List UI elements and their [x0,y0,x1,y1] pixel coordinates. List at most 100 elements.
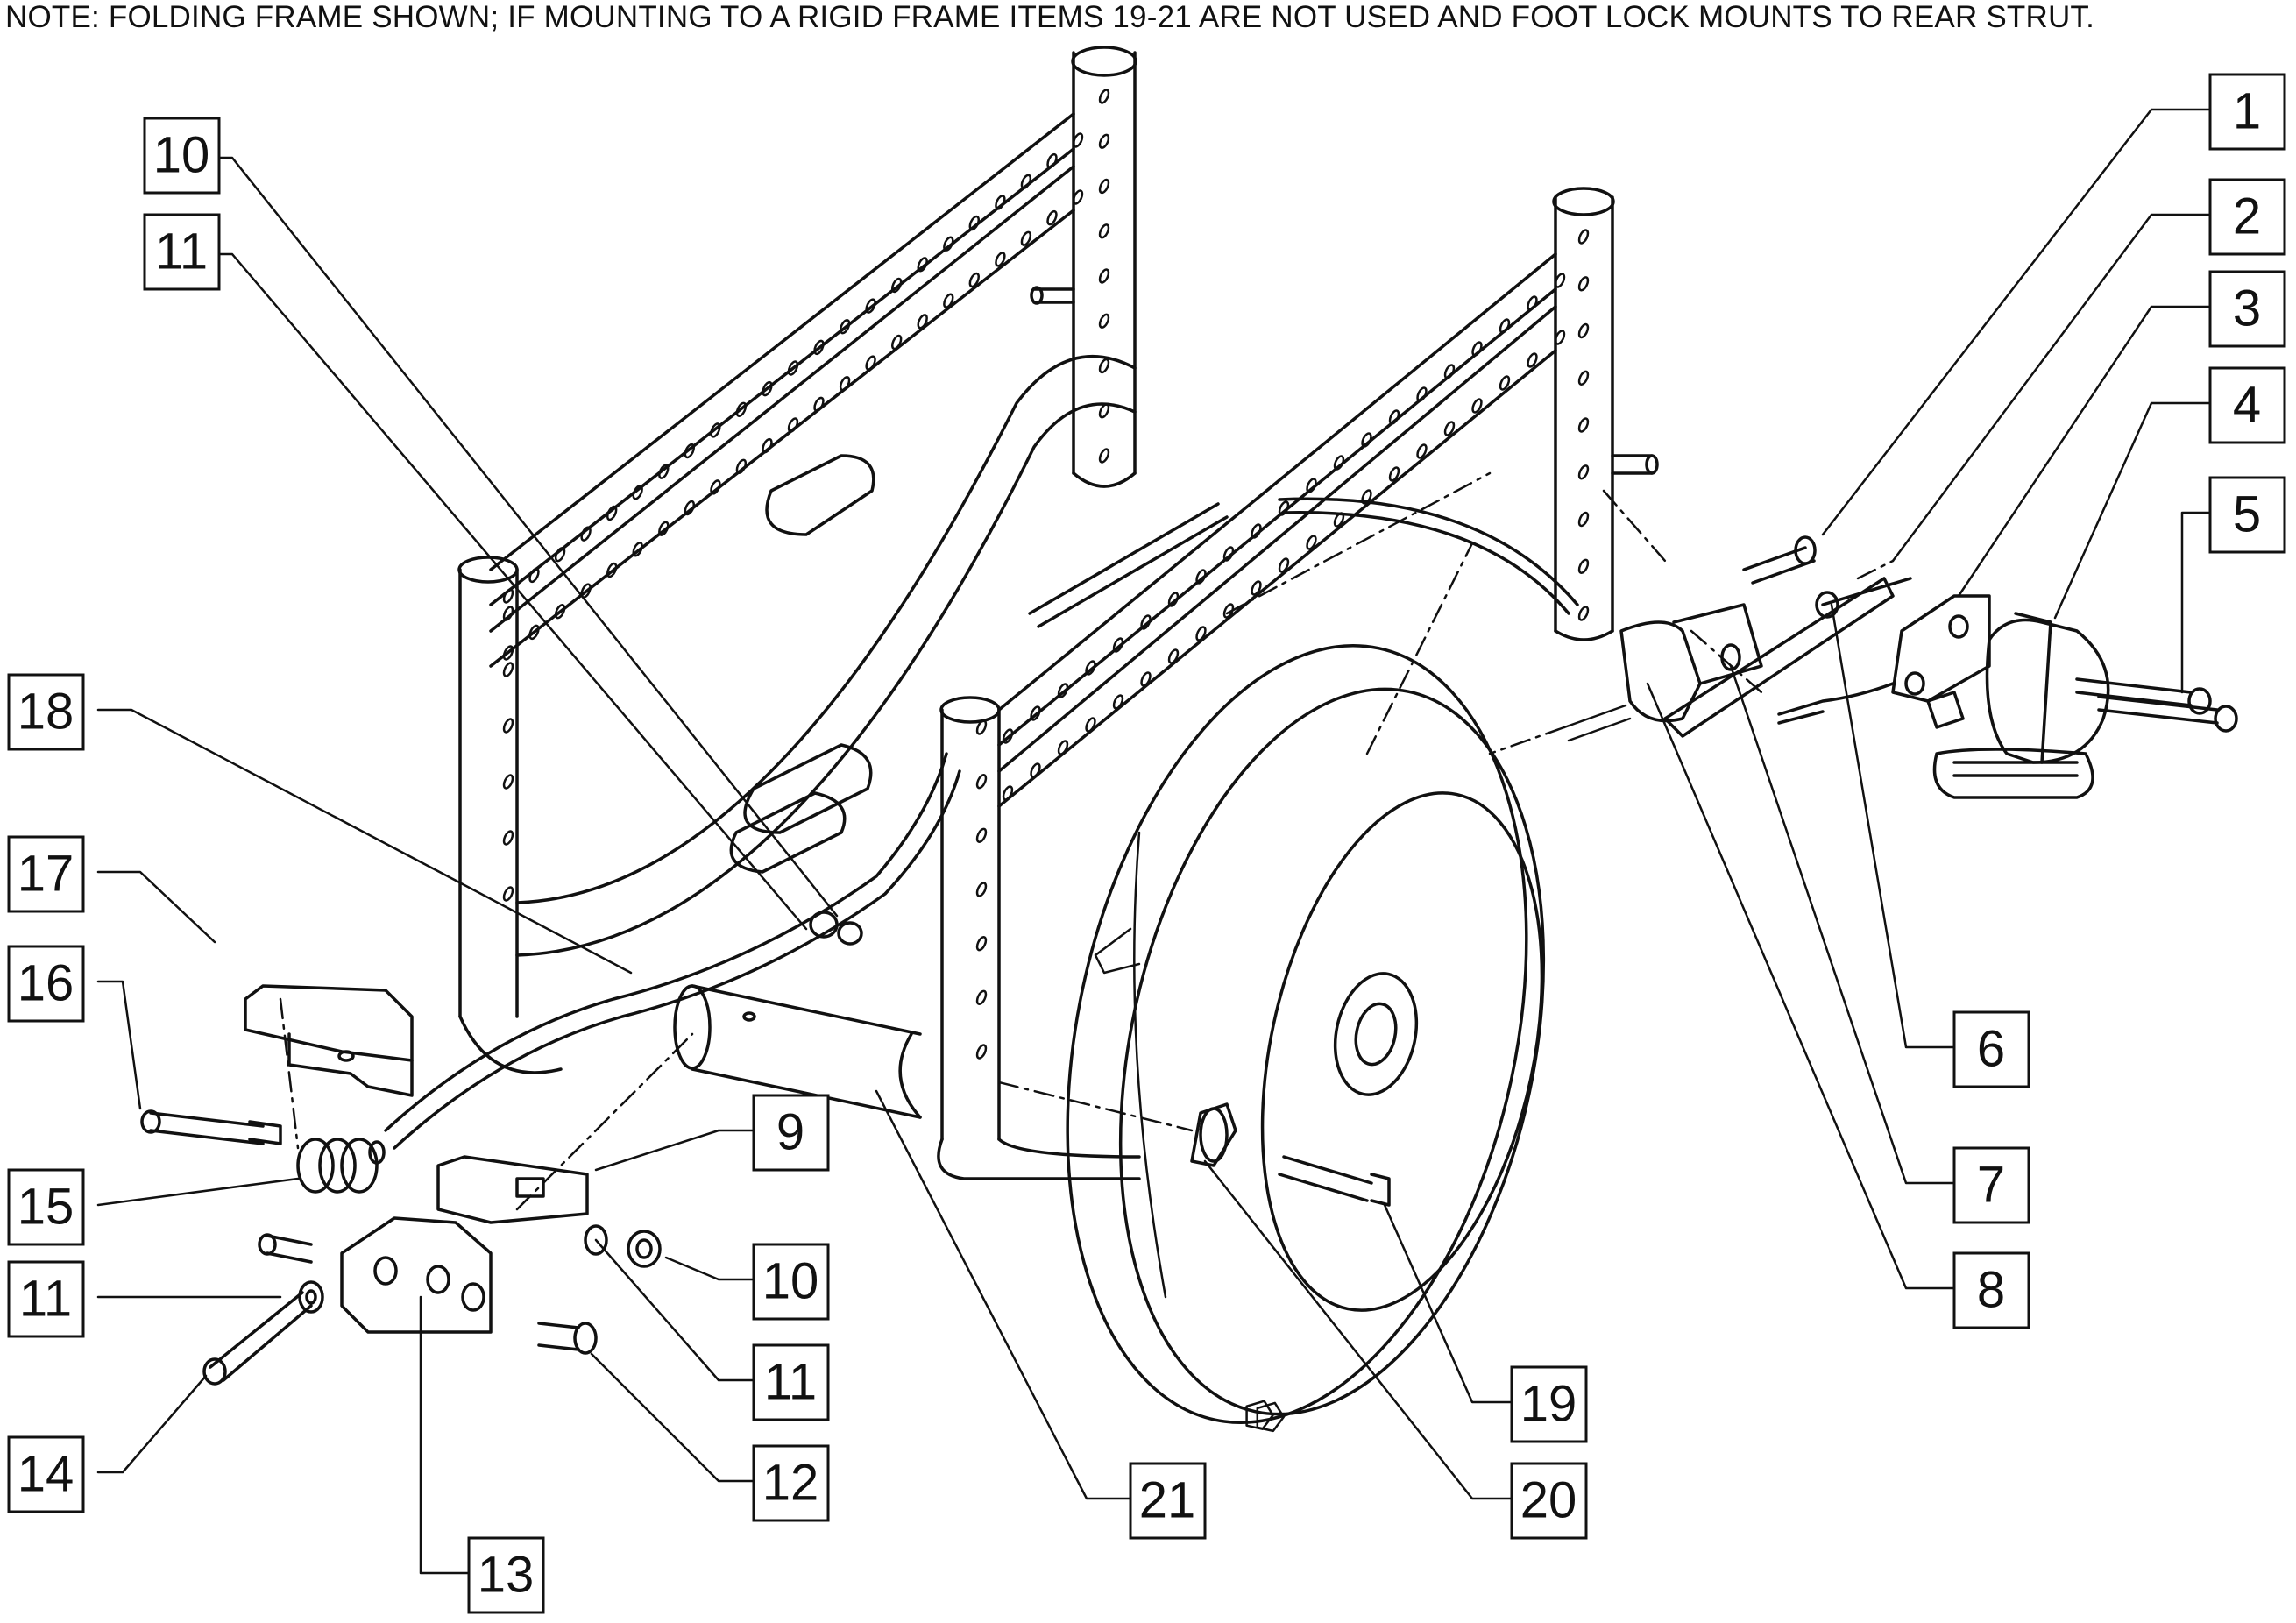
callout-21: 21 [1129,1462,1207,1540]
frame-hole [865,355,876,371]
frame-hole [1140,671,1152,687]
frame-hole [502,662,514,677]
callout-10-top: 10 [143,117,221,195]
frame-hole [528,567,540,584]
callout-label-4: 4 [2233,377,2261,434]
frame-hole [813,339,825,356]
frame-hole [554,604,566,620]
frame-hole [1554,330,1566,345]
callout-19: 19 [1510,1365,1588,1443]
callout-6: 6 [1952,1010,2030,1088]
brake-cable [384,497,1895,1150]
frame-hole [580,526,592,542]
frame-hole [975,719,988,735]
callout-label-17: 17 [18,846,74,903]
frame-hole [606,505,618,521]
frame-hole [890,277,903,294]
frame-hole [975,936,988,952]
frame-hole [1416,443,1428,459]
callout-label-2: 2 [2233,188,2261,245]
frame-hole [943,293,954,308]
frame-hole [1577,417,1590,433]
callout-15: 15 [7,1168,85,1246]
frame-hole [1577,322,1590,339]
frame-hole [1306,478,1317,493]
frame-hole [813,396,825,413]
frame-hole [917,314,928,330]
callout-4: 4 [2208,366,2286,444]
frame-hole [1020,230,1032,246]
foot-lock-assembly [140,911,922,1386]
frame-hole [975,774,988,790]
tread-block [1256,1401,1286,1433]
callout-17: 17 [7,835,85,913]
frame-hole [1471,398,1483,414]
frame-hole [1057,740,1069,755]
spacer-and-bolt [1190,1102,1391,1207]
frame-hole [865,298,876,314]
callout-20: 20 [1510,1462,1588,1540]
frame-hole [502,718,514,734]
frame-hole [917,257,928,273]
callout-label-11-left: 11 [19,1271,72,1328]
frame-hole [1072,132,1084,148]
frame-hole [1416,386,1428,402]
frame-hole [554,547,566,563]
frame-hole [1443,421,1456,436]
frame-hole [1098,448,1110,464]
frame-hole [1098,403,1110,419]
frame-hole [1112,637,1124,653]
frame-hole [502,606,514,621]
frame-hole [1046,152,1058,169]
callout-16: 16 [7,945,85,1023]
frame-hole [1278,500,1290,516]
frame-hole [1057,683,1069,698]
note-text: NOTE: FOLDING FRAME SHOWN; IF MOUNTING T… [5,0,2095,34]
callout-label-8: 8 [1977,1262,2005,1319]
frame-hole [632,485,643,500]
brake-assembly [1619,535,2238,799]
callout-9: 9 [752,1094,830,1172]
frame-hole [1098,313,1110,329]
tire-tread [1245,1400,1286,1433]
frame-hole [1098,89,1110,104]
frame-hole [1002,785,1014,801]
frame-holes [502,89,1590,1060]
callout-label-16: 16 [18,955,74,1012]
frame-hole [1527,295,1538,311]
callout-label-10-top: 10 [153,127,210,184]
frame-hole [762,437,773,454]
frame-hole [975,989,988,1005]
frame-hole [502,774,514,790]
callout-label-7: 7 [1977,1157,2005,1214]
frame-hole [1167,592,1180,607]
callout-8: 8 [1952,1251,2030,1329]
frame-hole [968,272,981,288]
callout-label-5: 5 [2233,486,2261,543]
frame-hole [1222,546,1235,562]
callout-label-14: 14 [18,1446,74,1503]
frame-hole [502,645,514,661]
frame-hole [1098,358,1110,374]
wheelchair-frame [457,46,1659,1180]
frame-hole [1030,705,1041,721]
frame-hole [1577,464,1590,480]
frame-hole [1098,223,1110,239]
callout-label-18: 18 [18,684,74,741]
callout-1: 1 [2208,73,2286,151]
callout-11-bottom: 11 [752,1343,830,1421]
callout-label-10-bottom: 10 [762,1253,819,1310]
frame-hole [1222,603,1235,619]
frame-hole [1527,352,1538,368]
callout-label-9: 9 [776,1104,804,1161]
frame-hole [787,360,799,376]
callout-label-12: 12 [762,1455,819,1512]
frame-hole [1251,523,1262,539]
tread-block [1245,1400,1274,1430]
callout-7: 7 [1952,1146,2030,1224]
frame-hole [528,624,540,641]
frame-hole [1098,178,1110,195]
callout-12: 12 [752,1444,830,1522]
callout-18: 18 [7,673,85,751]
